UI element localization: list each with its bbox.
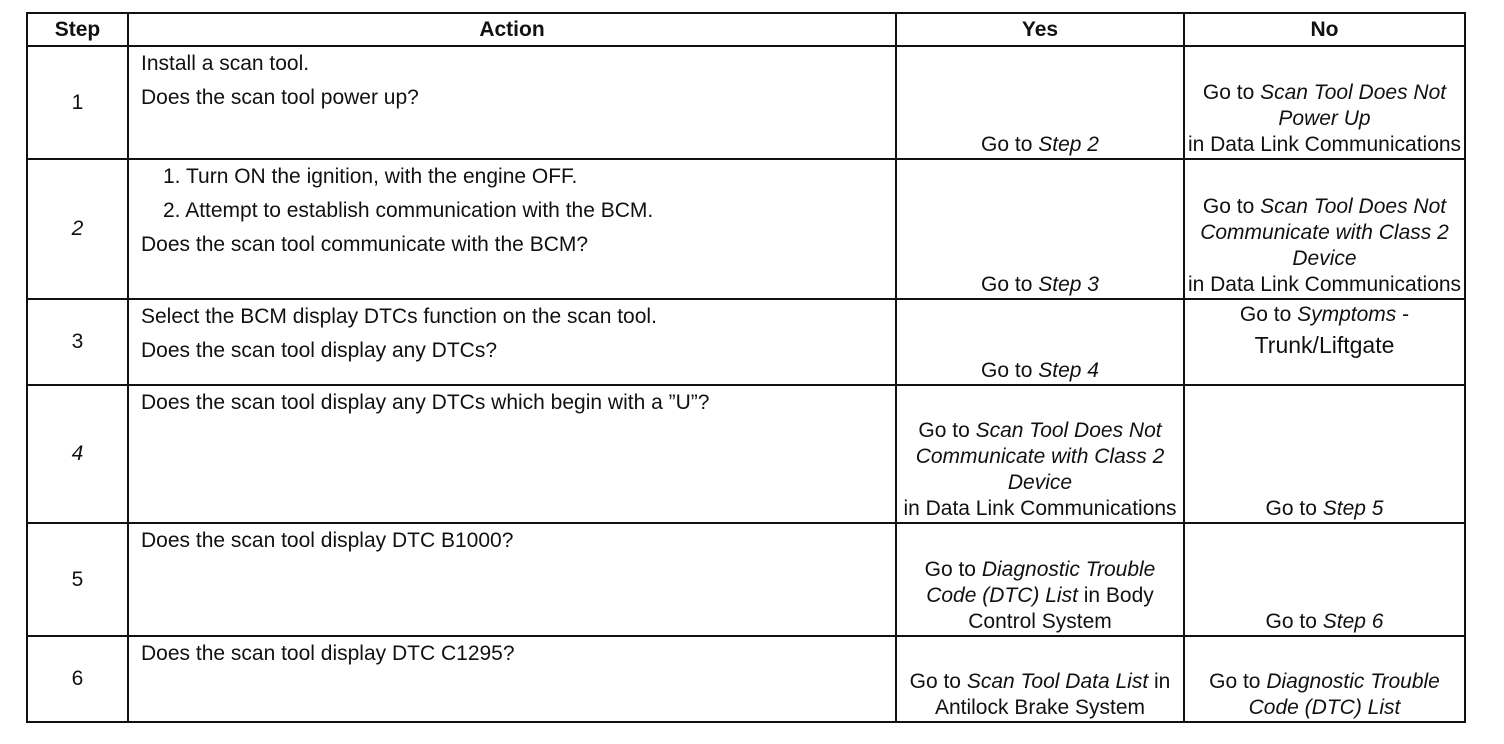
action-cell: Install a scan tool. Does the scan tool …: [127, 45, 897, 160]
step-number: 5: [26, 522, 129, 637]
no-cell: Go to Scan Tool Does Not Power Up in Dat…: [1183, 45, 1466, 160]
yes-link[interactable]: Diagnostic Trouble Code (DTC) List: [926, 558, 1156, 607]
yes-suffix: in Body Control System: [968, 584, 1154, 633]
yes-cell: Go to Scan Tool Data List in Antilock Br…: [895, 635, 1185, 723]
yes-prefix: Go to: [981, 359, 1039, 382]
table-row: 5 Does the scan tool display DTC B1000? …: [26, 522, 1466, 637]
action-question: Does the scan tool display DTC B1000?: [141, 529, 514, 552]
no-link[interactable]: Step 6: [1322, 610, 1384, 633]
action-line: Select the BCM display DTCs function on …: [141, 305, 657, 328]
step-number: 4: [26, 384, 129, 524]
no-prefix: Go to: [1202, 81, 1261, 104]
yes-prefix: Go to: [981, 133, 1039, 156]
step-number: 1: [26, 45, 129, 160]
action-cell: Select the BCM display DTCs function on …: [127, 298, 897, 386]
header-no: No: [1183, 12, 1466, 47]
yes-suffix: in Data Link Communications: [903, 497, 1177, 520]
no-link[interactable]: Step 5: [1322, 497, 1384, 520]
yes-cell: Go to Step 3: [895, 158, 1185, 300]
yes-prefix: Go to: [924, 558, 982, 581]
yes-prefix: Go to: [918, 419, 976, 442]
yes-link[interactable]: Scan Tool Data List: [966, 670, 1149, 693]
header-row: Step Action Yes No: [26, 12, 1466, 47]
no-cell: Go to Symptoms - Trunk/Liftgate: [1183, 298, 1466, 386]
action-cell: 1. Turn ON the ignition, with the engine…: [127, 158, 897, 300]
yes-cell: Go to Diagnostic Trouble Code (DTC) List…: [895, 522, 1185, 637]
header-action: Action: [127, 12, 897, 47]
yes-link[interactable]: Step 3: [1038, 273, 1099, 296]
header-step: Step: [26, 12, 129, 47]
yes-suffix: in Antilock Brake System: [934, 670, 1171, 719]
no-prefix: Go to: [1265, 610, 1323, 633]
table-row: 2 1. Turn ON the ignition, with the engi…: [26, 158, 1466, 300]
no-suffix: -: [1396, 303, 1410, 326]
no-link[interactable]: Scan Tool Does Not Power Up: [1260, 81, 1447, 130]
no-prefix: Go to: [1202, 195, 1261, 218]
yes-cell: Go to Step 2: [895, 45, 1185, 160]
no-cell: Go to Scan Tool Does Not Communicate wit…: [1183, 158, 1466, 300]
table-row: 4 Does the scan tool display any DTCs wh…: [26, 384, 1466, 524]
action-list-item: 1. Turn ON the ignition, with the engine…: [163, 165, 578, 188]
step-number: 2: [26, 158, 129, 300]
yes-cell: Go to Scan Tool Does Not Communicate wit…: [895, 384, 1185, 524]
no-cell: Go to Diagnostic Trouble Code (DTC) List: [1183, 635, 1466, 723]
no-suffix-line2: Trunk/Liftgate: [1254, 332, 1395, 358]
header-yes: Yes: [895, 12, 1185, 47]
no-link[interactable]: Symptoms: [1297, 303, 1397, 326]
action-cell: Does the scan tool display DTC C1295?: [127, 635, 897, 723]
step-number: 6: [26, 635, 129, 723]
step-number: 3: [26, 298, 129, 386]
yes-prefix: Go to: [909, 670, 967, 693]
no-suffix: in Data Link Communications: [1187, 133, 1462, 156]
yes-link[interactable]: Scan Tool Does Not Communicate with Clas…: [915, 419, 1165, 494]
table-row: 3 Select the BCM display DTCs function o…: [26, 298, 1466, 386]
no-cell: Go to Step 6: [1183, 522, 1466, 637]
action-line: Install a scan tool.: [141, 52, 310, 75]
action-cell: Does the scan tool display any DTCs whic…: [127, 384, 897, 524]
yes-prefix: Go to: [981, 273, 1039, 296]
table-row: 6 Does the scan tool display DTC C1295? …: [26, 635, 1466, 723]
diagnostic-table: Step Action Yes No 1 Install a scan tool…: [26, 12, 1466, 723]
action-cell: Does the scan tool display DTC B1000?: [127, 522, 897, 637]
action-question: Does the scan tool display DTC C1295?: [141, 642, 515, 665]
action-question: Does the scan tool power up?: [141, 86, 419, 109]
action-list: 1. Turn ON the ignition, with the engine…: [141, 164, 889, 224]
action-list-item: 2. Attempt to establish communication wi…: [163, 199, 654, 222]
no-cell: Go to Step 5: [1183, 384, 1466, 524]
no-link[interactable]: Scan Tool Does Not Communicate with Clas…: [1200, 195, 1449, 270]
action-question: Does the scan tool display any DTCs whic…: [141, 391, 710, 414]
no-prefix: Go to: [1265, 497, 1323, 520]
no-prefix: Go to: [1239, 303, 1298, 326]
yes-link[interactable]: Step 2: [1038, 133, 1099, 156]
table-row: 1 Install a scan tool. Does the scan too…: [26, 45, 1466, 160]
action-question: Does the scan tool communicate with the …: [141, 233, 589, 256]
action-question: Does the scan tool display any DTCs?: [141, 339, 498, 362]
no-prefix: Go to: [1209, 670, 1267, 693]
yes-link[interactable]: Step 4: [1038, 359, 1099, 382]
no-suffix: in Data Link Communications: [1187, 273, 1462, 296]
yes-cell: Go to Step 4: [895, 298, 1185, 386]
no-link[interactable]: Diagnostic Trouble Code (DTC) List: [1248, 670, 1440, 719]
